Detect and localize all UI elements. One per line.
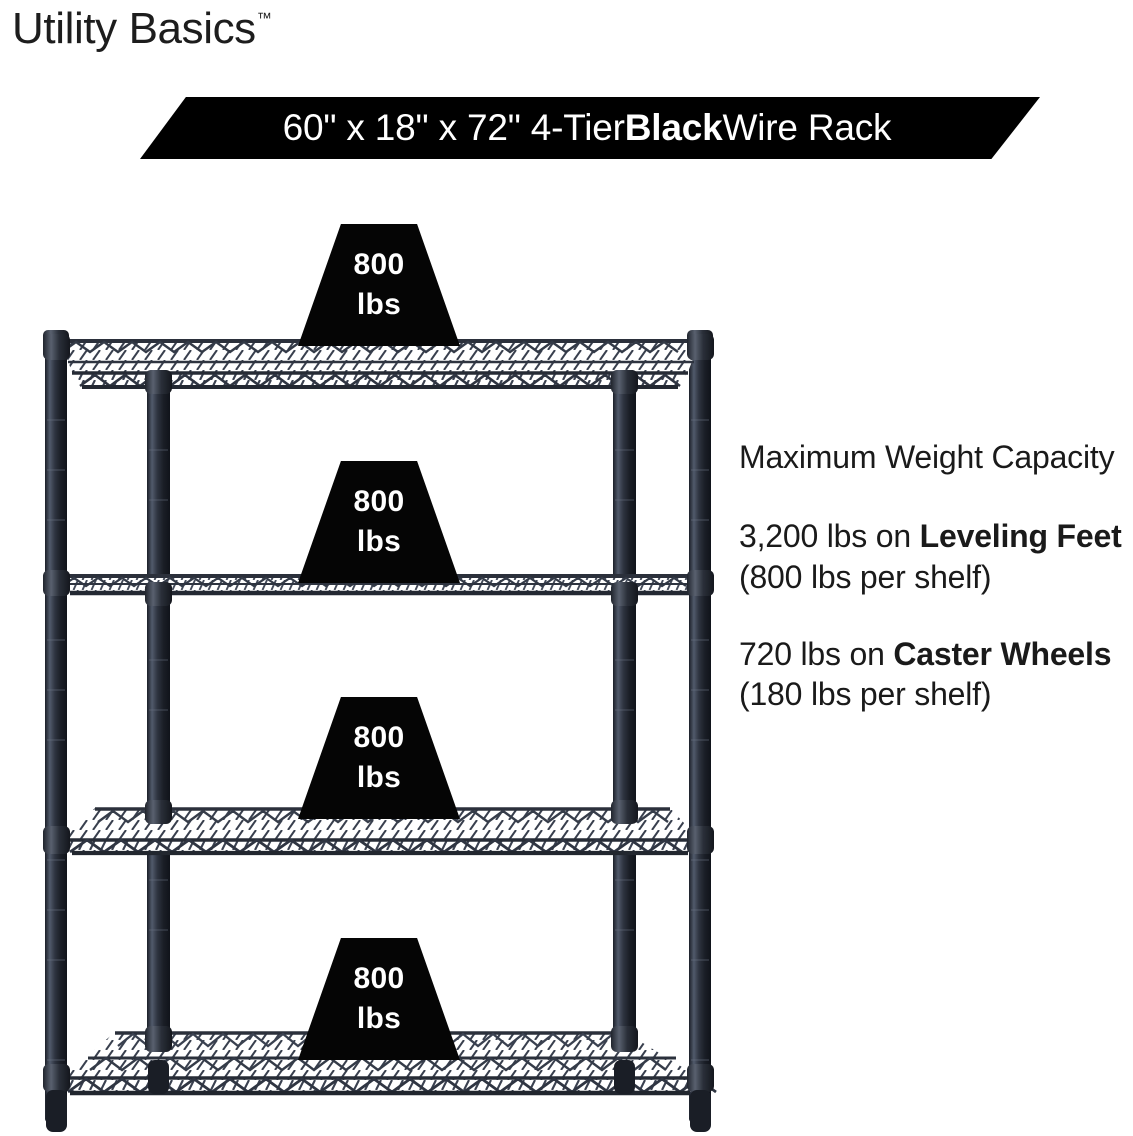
weight-badge-unit: lbs [356, 1002, 402, 1035]
banner-text: 60" x 18" x 72" 4-Tier Black Wire Rack [140, 97, 1040, 159]
leveling-feet [46, 1060, 711, 1132]
weight-badge-tier-3: 800 lbs [298, 697, 460, 819]
weight-badge-unit: lbs [356, 288, 402, 321]
weight-badge-tier-2: 800 lbs [298, 461, 460, 583]
weight-badge-value: 800 [353, 485, 405, 519]
banner-text-suffix: Wire Rack [722, 107, 892, 148]
trademark-symbol: ™ [256, 10, 272, 28]
caster-emphasis: Caster Wheels [893, 635, 1112, 672]
weight-badge-value: 800 [353, 248, 405, 282]
banner-text-prefix: 60" x 18" x 72" 4-Tier [282, 107, 625, 148]
banner-text-emphasis: Black [624, 107, 723, 148]
weight-badge-unit: lbs [356, 761, 402, 794]
capacity-info-panel: Maximum Weight Capacity 3,200 lbs on Lev… [739, 437, 1133, 751]
weight-badge-value: 800 [353, 962, 405, 996]
leveling-suffix: (800 lbs per shelf) [739, 558, 992, 595]
capacity-leveling-feet: 3,200 lbs on Leveling Feet (800 lbs per … [739, 516, 1133, 598]
capacity-caster-wheels: 720 lbs on Caster Wheels (180 lbs per sh… [739, 634, 1133, 716]
title-banner: 60" x 18" x 72" 4-Tier Black Wire Rack [140, 97, 1040, 159]
weight-badge-tier-4: 800 lbs [298, 938, 460, 1060]
leveling-prefix: 3,200 lbs on [739, 517, 920, 554]
weight-badge-unit: lbs [356, 525, 402, 558]
leveling-emphasis: Leveling Feet [919, 517, 1122, 554]
capacity-heading: Maximum Weight Capacity [739, 439, 1115, 475]
weight-badge-value: 800 [353, 721, 405, 755]
brand-name: Utility Basics [12, 4, 256, 53]
brand-wordmark: Utility Basics™ [12, 4, 272, 54]
banner-background-shape [140, 97, 1040, 159]
caster-suffix: (180 lbs per shelf) [739, 676, 992, 713]
caster-prefix: 720 lbs on [739, 635, 894, 672]
weight-badge-tier-1: 800 lbs [298, 224, 460, 346]
